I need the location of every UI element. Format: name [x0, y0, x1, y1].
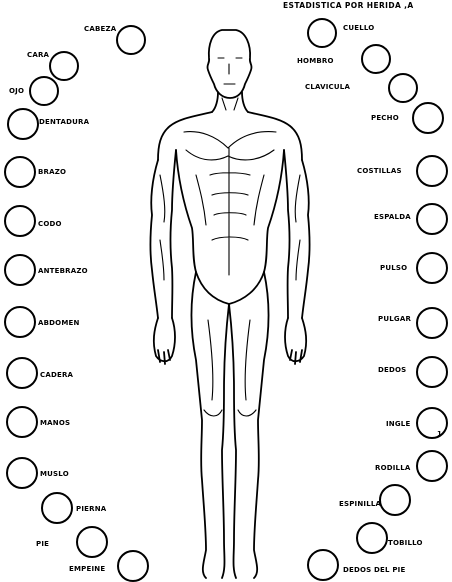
left-circles — [5, 26, 148, 581]
circle-rodilla[interactable] — [417, 451, 447, 481]
figure-left-hand — [154, 318, 175, 364]
label-pulso: PULSO — [380, 264, 407, 272]
label-dedos-del-pie: DEDOS DEL PIE — [343, 566, 405, 574]
figure-knees — [204, 320, 256, 416]
label-empeine: EMPEINE — [69, 565, 105, 573]
circle-dentadura[interactable] — [8, 109, 38, 139]
circle-clavicula[interactable] — [389, 74, 417, 102]
label-antebrazo: ANTEBRAZO — [38, 267, 88, 275]
circle-empeine[interactable] — [118, 551, 148, 581]
circle-cadera[interactable] — [7, 358, 37, 388]
circle-tobillo[interactable] — [357, 523, 387, 553]
figure-pelvis — [196, 272, 264, 304]
circle-cuello[interactable] — [308, 19, 336, 47]
circle-pie[interactable] — [77, 527, 107, 557]
label-cabeza: CABEZA — [84, 25, 117, 33]
circle-pulso[interactable] — [417, 253, 447, 283]
label-dentadura: DENTADURA — [39, 118, 90, 126]
count-ingle: 1 — [437, 430, 442, 438]
circle-antebrazo[interactable] — [5, 255, 35, 285]
label-abdomen: ABDOMEN — [38, 319, 80, 327]
label-pie: PIE — [36, 540, 49, 548]
circle-dedos[interactable] — [417, 357, 447, 387]
figure-chest — [184, 132, 276, 275]
header-title: ESTADISTICA POR HERIDA ,A — [283, 1, 414, 10]
label-rodilla: RODILLA — [375, 464, 411, 472]
figure-right-hand — [285, 318, 306, 364]
right-labels: CUELLO HOMBRO CLAVICULA PECHO COSTILLAS … — [297, 24, 442, 574]
circle-hombro[interactable] — [362, 45, 390, 73]
circle-pulgar[interactable] — [417, 308, 447, 338]
label-espalda: ESPALDA — [374, 213, 411, 221]
label-pecho: PECHO — [371, 114, 399, 122]
label-ingle: INGLE — [386, 420, 410, 428]
label-pierna: PIERNA — [76, 505, 107, 513]
circle-costillas[interactable] — [417, 156, 447, 186]
circle-dedos-del-pie[interactable] — [308, 550, 338, 580]
label-ojo: OJO — [9, 87, 24, 95]
figure-left-arm — [151, 150, 177, 318]
circle-ojo[interactable] — [30, 77, 58, 105]
circle-cabeza[interactable] — [117, 26, 145, 54]
label-cuello: CUELLO — [343, 24, 374, 32]
circle-espinilla[interactable] — [380, 485, 410, 515]
circle-abdomen[interactable] — [5, 307, 35, 337]
circle-brazo[interactable] — [5, 157, 35, 187]
label-brazo: BRAZO — [38, 168, 66, 176]
circle-pierna[interactable] — [42, 493, 72, 523]
label-espinilla: ESPINILLA — [339, 500, 382, 508]
label-cadera: CADERA — [40, 371, 74, 379]
human-figure — [151, 30, 310, 578]
circle-espalda[interactable] — [417, 204, 447, 234]
label-clavicula: CLAVICULA — [305, 83, 350, 91]
right-circles — [308, 19, 447, 580]
label-pulgar: PULGAR — [378, 315, 411, 323]
circle-pecho[interactable] — [413, 103, 443, 133]
circle-muslo[interactable] — [7, 458, 37, 488]
left-labels: CABEZA CARA OJO DENTADURA BRAZO CODO ANT… — [9, 25, 117, 573]
figure-right-arm — [284, 150, 310, 318]
figure-torso — [158, 112, 302, 272]
label-manos: MANOS — [40, 419, 70, 427]
circle-ingle[interactable] — [417, 408, 447, 438]
label-codo: CODO — [38, 220, 62, 228]
label-tobillo: TOBILLO — [388, 539, 423, 547]
circle-cara[interactable] — [50, 52, 78, 80]
label-costillas: COSTILLAS — [357, 167, 402, 175]
label-muslo: MUSLO — [40, 470, 69, 478]
figure-legs — [192, 272, 269, 578]
label-hombro: HOMBRO — [297, 57, 334, 65]
label-dedos: DEDOS — [378, 366, 406, 374]
circle-manos[interactable] — [7, 407, 37, 437]
label-cara: CARA — [27, 51, 50, 59]
figure-neck — [212, 92, 248, 112]
circle-codo[interactable] — [5, 206, 35, 236]
